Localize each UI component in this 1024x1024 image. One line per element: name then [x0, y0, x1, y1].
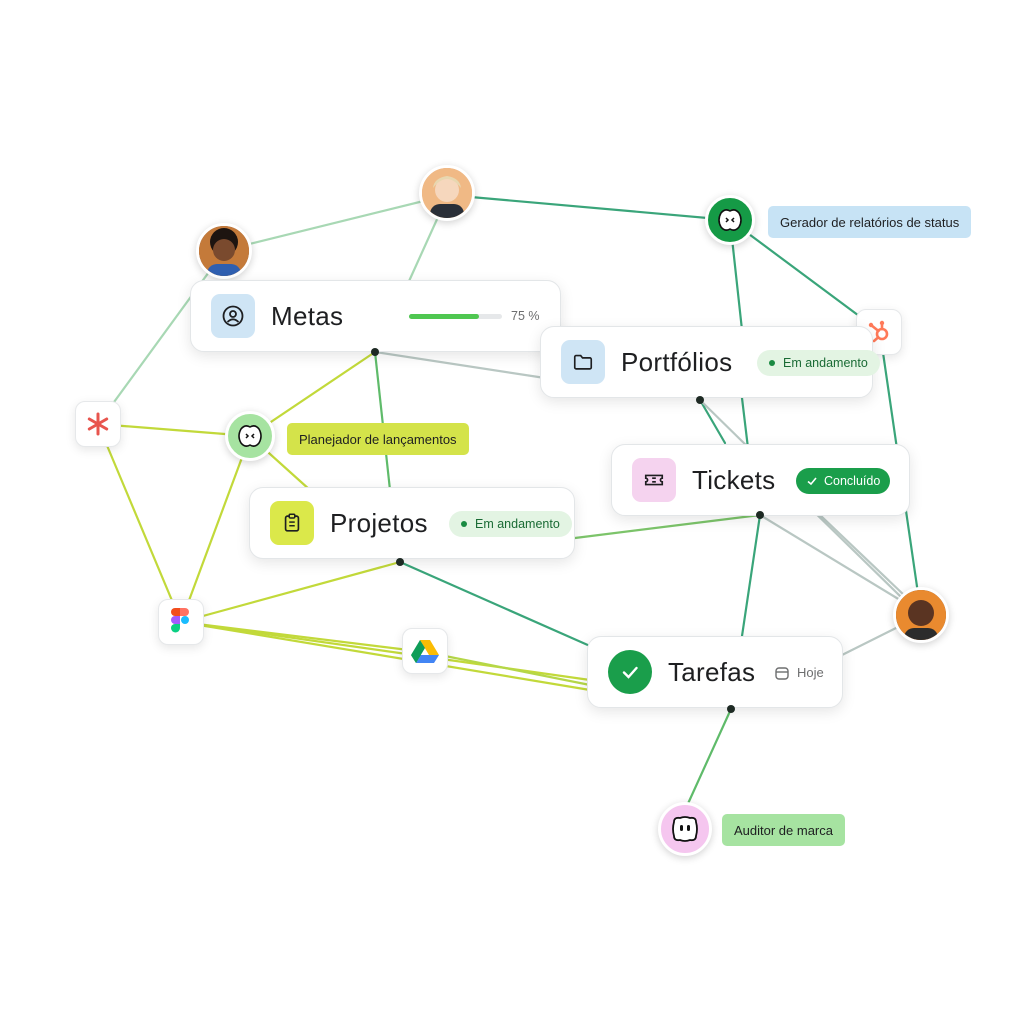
status-reporter-agent[interactable]: [705, 195, 755, 245]
connector: [728, 218, 880, 332]
connector: [373, 350, 392, 492]
connector: [179, 434, 252, 624]
portfolios-status-badge: Em andamento: [757, 350, 880, 376]
avatar-man-right[interactable]: [893, 587, 949, 643]
asterisk-app[interactable]: [75, 401, 121, 447]
portfolios-status-text: Em andamento: [783, 356, 868, 370]
junction-node: [696, 396, 704, 404]
connector: [398, 560, 592, 648]
google-drive-app[interactable]: [402, 628, 448, 674]
brand-auditor-label: Auditor de marca: [722, 814, 845, 846]
folder-icon: [573, 354, 593, 370]
check-icon: [807, 477, 817, 486]
tarefas-due-text: Hoje: [797, 665, 824, 680]
connector: [573, 513, 762, 540]
projetos-status-text: Em andamento: [475, 517, 560, 531]
connector: [758, 513, 902, 602]
projetos-title: Projetos: [330, 507, 428, 538]
figma-icon: [171, 608, 189, 633]
status-dot: [769, 360, 775, 366]
connector: [96, 422, 252, 438]
launch-planner-text: Planejador de lançamentos: [299, 431, 457, 447]
portfolios-icon-box: [561, 340, 605, 384]
launch-planner-label: Planejador de lançamentos: [287, 423, 469, 455]
status-reporter-text: Gerador de relatórios de status: [780, 214, 960, 230]
projetos-icon-box: [270, 501, 314, 545]
card-tarefas[interactable]: Tarefas Hoje: [587, 636, 843, 708]
tickets-icon-box: [632, 458, 676, 502]
hubspot-icon: [868, 320, 889, 343]
metas-title: Metas: [271, 300, 344, 331]
connector: [179, 560, 402, 624]
metas-progress-bar: [409, 314, 502, 319]
brand-auditor-text: Auditor de marca: [734, 822, 833, 838]
person-photo-icon: [422, 168, 472, 218]
connector: [179, 620, 592, 682]
connector: [96, 248, 227, 426]
person-photo-icon: [896, 590, 946, 640]
brand-auditor-agent[interactable]: [658, 802, 712, 856]
junction-node: [727, 705, 735, 713]
asterisk-icon: [87, 412, 109, 436]
avatar-woman-top[interactable]: [419, 165, 475, 221]
connector: [698, 398, 727, 445]
avatar-woman-left[interactable]: [196, 223, 252, 279]
connector: [446, 193, 732, 222]
status-dot: [461, 521, 467, 527]
tarefas-icon-box: [608, 650, 652, 694]
junction-node: [756, 511, 764, 519]
tickets-status-badge: Concluído: [796, 468, 891, 494]
ai-agent-icon: [718, 209, 742, 231]
connector: [423, 650, 592, 687]
card-tickets[interactable]: Tickets Concluído: [611, 444, 910, 516]
connector: [740, 513, 762, 638]
launch-planner-agent[interactable]: [225, 411, 275, 461]
user-circle-icon: [222, 305, 244, 327]
connector: [684, 707, 733, 810]
card-projetos[interactable]: Projetos Em andamento: [249, 487, 575, 559]
clipboard-icon: [284, 513, 300, 532]
google-drive-icon: [411, 639, 439, 663]
portfolios-title: Portfólios: [621, 346, 733, 377]
tarefas-title: Tarefas: [668, 656, 756, 687]
metas-progress-fill: [409, 314, 479, 319]
connector: [840, 624, 902, 657]
connector: [179, 620, 592, 692]
junction-node: [396, 558, 404, 566]
calendar-icon: [775, 667, 789, 680]
tickets-title: Tickets: [692, 464, 776, 495]
junction-node: [371, 348, 379, 356]
figma-app[interactable]: [158, 599, 204, 645]
person-photo-icon: [199, 226, 249, 276]
tickets-status-text: Concluído: [824, 474, 881, 488]
connector: [96, 422, 183, 624]
card-portfolios[interactable]: Portfólios Em andamento: [540, 326, 880, 398]
check-circle-icon: [622, 666, 638, 679]
connector: [373, 350, 547, 380]
connector: [818, 513, 907, 598]
ai-agent-icon: [238, 425, 262, 447]
connector: [223, 193, 450, 252]
projetos-status-badge: Em andamento: [449, 511, 572, 537]
metas-progress-label: 75 %: [511, 309, 540, 323]
metas-icon-box: [211, 294, 255, 338]
ai-agent-icon: [672, 816, 698, 842]
ticket-icon: [644, 474, 664, 486]
status-reporter-label: Gerador de relatórios de status: [768, 206, 972, 238]
card-metas[interactable]: Metas 75 %: [190, 280, 561, 352]
